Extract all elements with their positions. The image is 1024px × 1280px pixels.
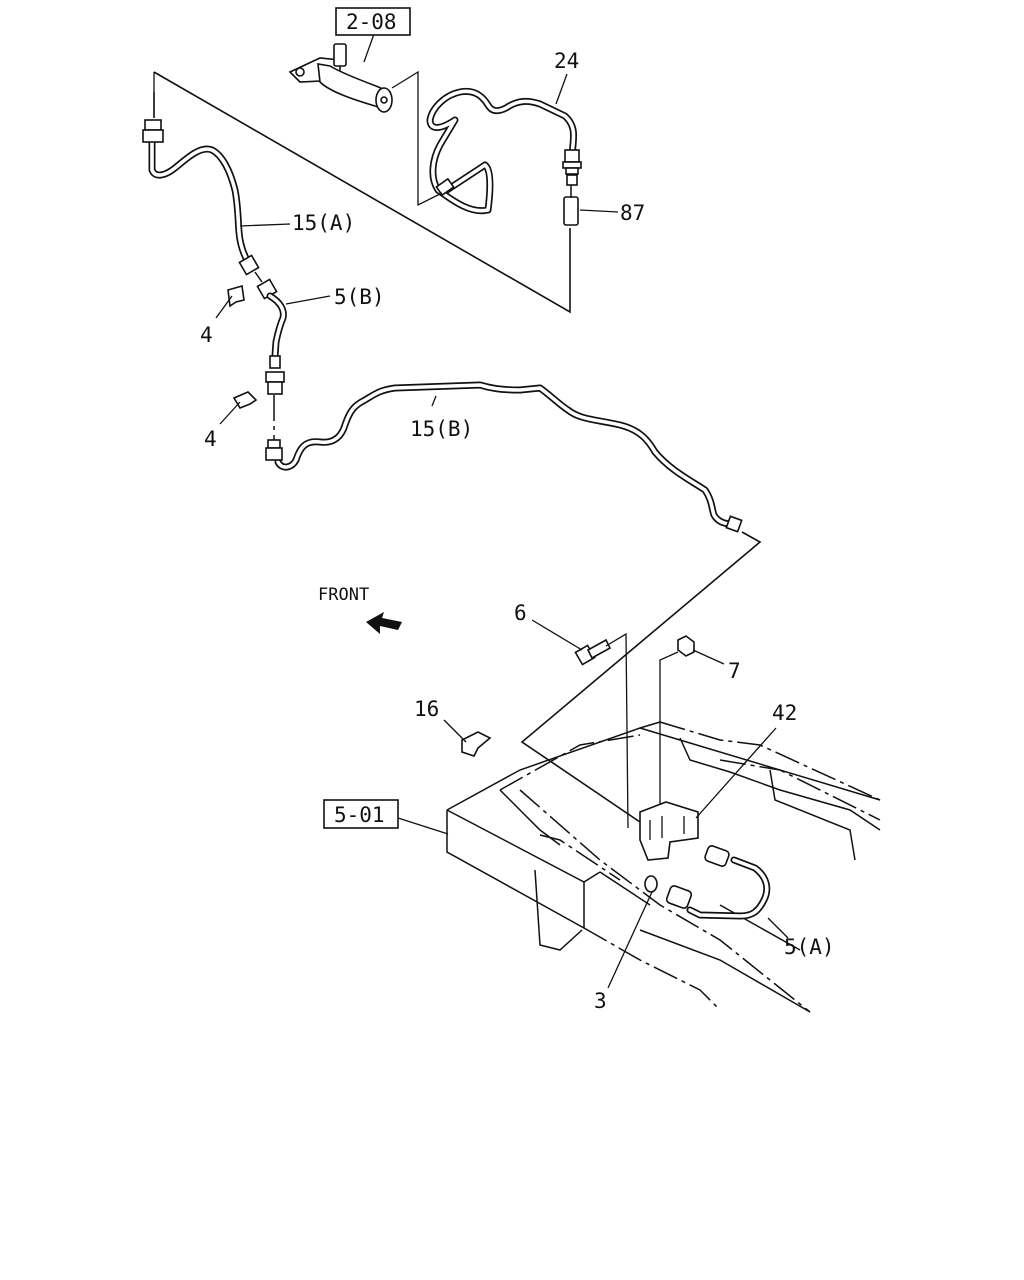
part-4-clip-upper xyxy=(227,284,245,308)
label-16: 16 xyxy=(414,697,439,721)
label-3: 3 xyxy=(594,989,607,1013)
label-7: 7 xyxy=(728,659,741,683)
part-3-washer xyxy=(644,875,658,893)
label-4-upper: 4 xyxy=(200,323,213,347)
label-87: 87 xyxy=(620,201,645,225)
label-4-lower: 4 xyxy=(204,427,217,451)
connection-line-upper xyxy=(153,71,571,314)
part-4-clip-lower xyxy=(232,391,258,409)
chassis-frame xyxy=(446,721,881,1013)
label-24: 24 xyxy=(554,49,579,73)
brake-pipe-15a xyxy=(142,119,260,276)
part-42-bracket xyxy=(639,801,699,861)
ref-box-5-01 xyxy=(323,799,399,829)
label-42: 42 xyxy=(772,701,797,725)
ref-box-2-08 xyxy=(335,7,411,36)
brake-pipe-24 xyxy=(426,87,582,215)
label-15a: 15(A) xyxy=(292,211,355,235)
label-15b: 15(B) xyxy=(410,417,473,441)
connection-line-lower xyxy=(520,531,762,823)
brake-hose-5b xyxy=(256,278,287,395)
label-ref-2-08: 2-08 xyxy=(346,10,397,34)
brake-pipe-15b xyxy=(265,381,743,533)
part-87-union xyxy=(563,196,579,226)
label-5b: 5(B) xyxy=(334,285,385,309)
part-6-bolt xyxy=(574,638,612,666)
label-5a: 5(A) xyxy=(784,935,835,959)
part-16-clip xyxy=(461,731,492,757)
part-7-nut xyxy=(677,635,695,657)
brake-hose-5a xyxy=(665,845,771,920)
leader-lines xyxy=(215,33,789,989)
front-arrow-icon xyxy=(366,612,402,634)
label-front: FRONT xyxy=(318,585,369,605)
label-ref-5-01: 5-01 xyxy=(334,803,385,827)
label-6: 6 xyxy=(514,601,527,625)
master-cylinder xyxy=(288,43,393,113)
